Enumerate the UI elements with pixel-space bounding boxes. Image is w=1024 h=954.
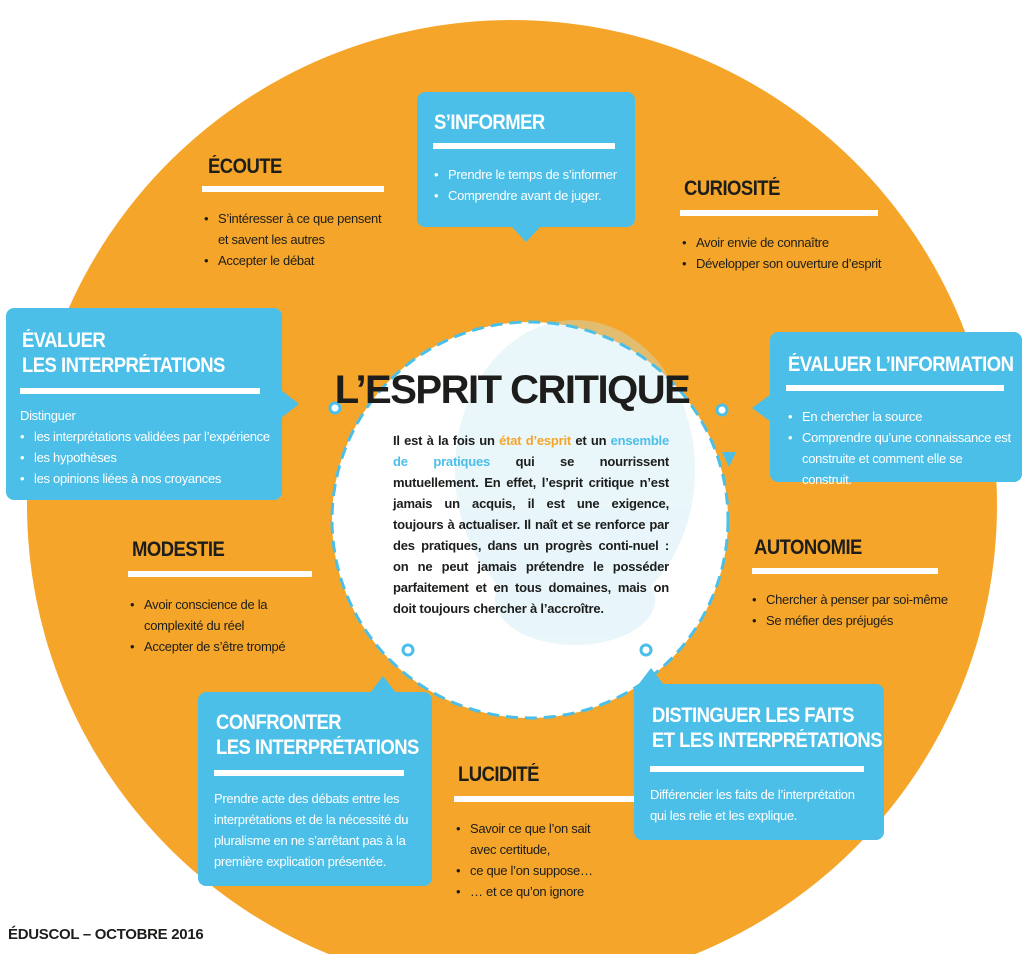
curiosite-item-2: Développer son ouverture d’esprit [680, 253, 910, 274]
distinguer-title-line1: DISTINGUER LES FAITS [652, 704, 855, 727]
modestie-item-2: Accepter de s’être trompé [128, 636, 290, 657]
sinformer-item-2: Comprendre avant de juger. [432, 185, 627, 206]
curiosite-rule [680, 210, 878, 216]
center-highlight-ensemble: ensemble de pratiques [393, 433, 669, 469]
sinformer-list: Prendre le temps de s’informer Comprendr… [432, 164, 627, 206]
evaluer-interpretations-title-line1: ÉVALUER [22, 329, 106, 352]
sinformer-title: S’INFORMER [434, 111, 545, 134]
evaluer-interpretations-box-tail [281, 390, 299, 418]
center-highlight-etat: état d’esprit [499, 433, 572, 448]
brain-watermark [455, 320, 695, 645]
distinguer-box [634, 684, 884, 840]
curiosite-item-1: Avoir envie de connaître [680, 232, 910, 253]
evaluer-interpretations-item-1: les interprétations validées par l’expér… [18, 426, 276, 447]
distinguer-title-line2: ET LES INTERPRÉTATIONS [652, 729, 883, 752]
dashed-ring [330, 320, 730, 720]
autonomie-title: AUTONOMIE [754, 536, 862, 559]
confronter-title-line2: LES INTERPRÉTATIONS [216, 736, 419, 759]
confronter-box [198, 692, 432, 886]
ecoute-list: S’intéresser à ce que pensent et savent … [202, 208, 390, 271]
ecoute-item-2: Accepter le débat [202, 250, 390, 271]
evaluer-information-item-2: Comprendre qu’une connaissance est const… [786, 427, 1014, 490]
inner-white-circle [332, 322, 728, 718]
sinformer-item-1: Prendre le temps de s’informer [432, 164, 627, 185]
confronter-text: Prendre acte des débats entre les interp… [214, 791, 409, 869]
evaluer-interpretations-item-2: les hypothèses [18, 447, 276, 468]
distinguer-rule [650, 766, 864, 772]
ecoute-title: ÉCOUTE [208, 155, 282, 178]
center-text-part-3: et un [571, 433, 611, 448]
evaluer-interpretations-list: les interprétations validées par l’expér… [18, 426, 276, 489]
evaluer-interpretations-title-line2: LES INTERPRÉTATIONS [22, 354, 225, 377]
lucidite-item-1: Savoir ce que l’on sait avec certitude, [454, 818, 612, 860]
modestie-title: MODESTIE [132, 538, 225, 561]
autonomie-list: Chercher à penser par soi-même Se méfier… [750, 589, 980, 631]
evaluer-information-list: En chercher la source Comprendre qu’une … [786, 406, 1014, 490]
evaluer-information-rule [786, 385, 1004, 391]
ring-nodes [328, 401, 729, 657]
modestie-rule [128, 571, 312, 577]
center-text: Il est à la fois un état d’esprit et un … [393, 430, 669, 619]
autonomie-item-2: Se méfier des préjugés [750, 610, 980, 631]
lucidite-item-3: … et ce qu’on ignore [454, 881, 612, 902]
evaluer-interpretations-rule [20, 388, 260, 394]
ring-arrow [722, 452, 736, 467]
sinformer-rule [433, 143, 615, 149]
evaluer-interpretations-intro: Distinguer [20, 408, 76, 423]
confronter-box-tail [370, 676, 396, 693]
lucidite-rule [454, 796, 642, 802]
modestie-list: Avoir conscience de la complexité du rée… [128, 594, 290, 657]
curiosite-title: CURIOSITÉ [684, 177, 780, 200]
center-title: L’ESPRIT CRITIQUE [334, 368, 691, 412]
lucidite-title: LUCIDITÉ [458, 763, 540, 786]
footer-credit: ÉDUSCOL – OCTOBRE 2016 [8, 926, 204, 943]
distinguer-text: Différencier les faits de l’interprétati… [650, 787, 855, 823]
curiosite-list: Avoir envie de connaître Développer son … [680, 232, 910, 274]
autonomie-item-1: Chercher à penser par soi-même [750, 589, 980, 610]
sinformer-box-tail [511, 226, 541, 242]
center-text-part-5: qui se nourrissent mutuellement. En effe… [393, 454, 669, 616]
evaluer-information-item-1: En chercher la source [786, 406, 1014, 427]
evaluer-interpretations-item-3: les opinions liées à nos croyances [18, 468, 276, 489]
evaluer-information-box-tail [752, 394, 771, 422]
confronter-rule [214, 770, 404, 776]
autonomie-rule [752, 568, 938, 574]
ecoute-item-1: S’intéresser à ce que pensent et savent … [202, 208, 390, 250]
confronter-title-line1: CONFRONTER [216, 711, 342, 734]
evaluer-information-title: ÉVALUER L’INFORMATION [788, 353, 1014, 376]
center-text-part-1: Il est à la fois un [393, 433, 500, 448]
lucidite-item-2: ce que l’on suppose… [454, 860, 612, 881]
ecoute-rule [202, 186, 384, 192]
distinguer-box-tail [638, 668, 664, 685]
modestie-item-1: Avoir conscience de la complexité du rée… [128, 594, 290, 636]
lucidite-list: Savoir ce que l’on sait avec certitude, … [454, 818, 612, 902]
